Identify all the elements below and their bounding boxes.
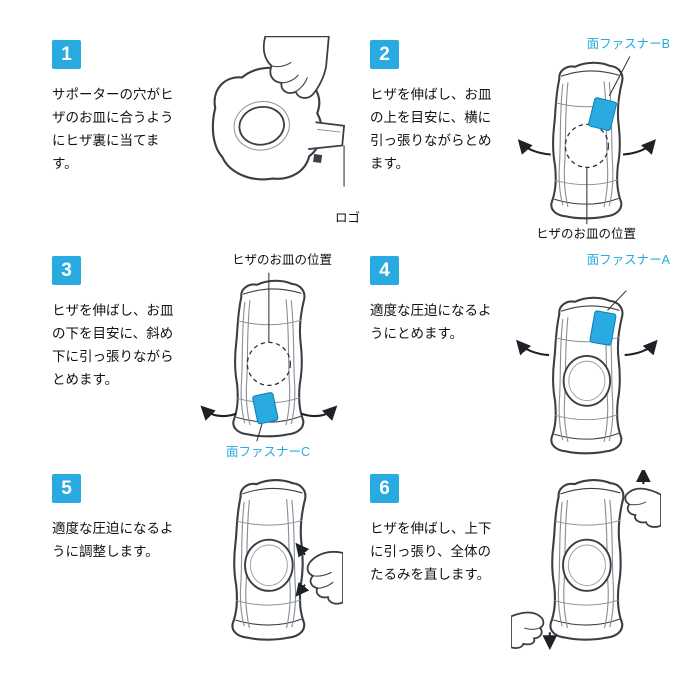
adjust-arrow-down: [295, 582, 310, 597]
knee-brace-illustration-step4: [516, 290, 658, 455]
kneecap-hole: [244, 538, 294, 593]
knee-brace-illustration-step2: [517, 55, 656, 224]
fastener-leader-line: [607, 290, 627, 311]
knee-brace-illustration-step6: [511, 470, 661, 651]
steps-grid: 1 サポーターの穴がヒザのお皿に合うようにヒザ裏に当てます。: [52, 36, 674, 676]
hand: [306, 551, 343, 605]
knee-brace-illustration-step5: [231, 479, 343, 641]
knee-brace-illustration-step3: [200, 272, 338, 442]
fastener-c-patch: [252, 392, 279, 425]
logo-mark: [313, 153, 323, 164]
step-5: 5 適度な圧迫になるように調整します。: [52, 470, 354, 676]
step-1: 1 サポーターの穴がヒザのお皿に合うようにヒザ裏に当てます。: [52, 36, 360, 242]
pull-arrow-left: [200, 405, 237, 421]
kneecap-hole: [562, 355, 612, 408]
hand-top: [624, 488, 661, 529]
step-instruction: ヒザを伸ばし、上下に引っ張り、全体のたるみを直します。: [370, 521, 492, 583]
hand-bottom: [511, 611, 545, 650]
hand: [262, 36, 330, 99]
fastener-c-label: 面ファスナーC: [225, 445, 311, 459]
fastener-a-patch: [589, 310, 617, 346]
step-number-badge: 3: [52, 256, 81, 285]
step-2: 2 ヒザを伸ばし、お皿の上を目安に、横に引っ張りながらとめます。 面ファスナーB…: [370, 36, 672, 242]
kneecap-position-label: ヒザのお皿の位置: [231, 253, 332, 267]
step-instruction: ヒザを伸ばし、お皿の下を目安に、斜め下に引っ張りながらとめます。: [52, 303, 174, 387]
fastener-a-label: 面ファスナーA: [586, 253, 670, 267]
kneecap-position-label: ヒザのお皿の位置: [535, 226, 636, 241]
kneecap-hole: [562, 538, 612, 593]
knee-brace-illustration-step1: [211, 36, 346, 187]
step-number-badge: 5: [52, 474, 81, 504]
fastener-leader-line: [608, 55, 631, 96]
brace-hole: [238, 105, 285, 146]
step-number-badge: 6: [370, 474, 399, 504]
logo-label: ロゴ: [334, 210, 360, 225]
step-number-badge: 4: [370, 256, 399, 285]
adjust-arrow-up: [295, 542, 310, 558]
fastener-b-patch: [588, 96, 617, 131]
strap-end: [308, 121, 346, 150]
step-3: 3 ヒザを伸ばし、お皿の下を目安に、斜め下に引っ張りながらとめます。 ヒザのお皿…: [52, 252, 354, 460]
step-instruction: ヒザを伸ばし、お皿の上を目安に、横に引っ張りながらとめます。: [370, 87, 492, 171]
step-6: 6 ヒザを伸ばし、上下に引っ張り、全体のたるみを直します。: [370, 470, 672, 676]
step-4: 4 適度な圧迫になるようにとめます。 面ファスナーA: [370, 252, 672, 460]
pull-arrow-right: [301, 405, 338, 421]
step-number-badge: 2: [370, 40, 399, 69]
pull-arrow-right: [624, 340, 658, 357]
fastener-b-label: 面ファスナーB: [586, 37, 670, 51]
pull-arrow-left: [516, 340, 550, 357]
fastener-leader-line: [256, 423, 263, 442]
step-instruction: 適度な圧迫になるように調整します。: [52, 521, 174, 560]
step-instruction: 適度な圧迫になるようにとめます。: [370, 303, 492, 341]
step-number-badge: 1: [52, 40, 81, 69]
pull-arrow-left: [517, 138, 551, 156]
pull-arrow-right: [622, 138, 656, 156]
step-instruction: サポーターの穴がヒザのお皿に合うようにヒザ裏に当てます。: [52, 87, 174, 171]
